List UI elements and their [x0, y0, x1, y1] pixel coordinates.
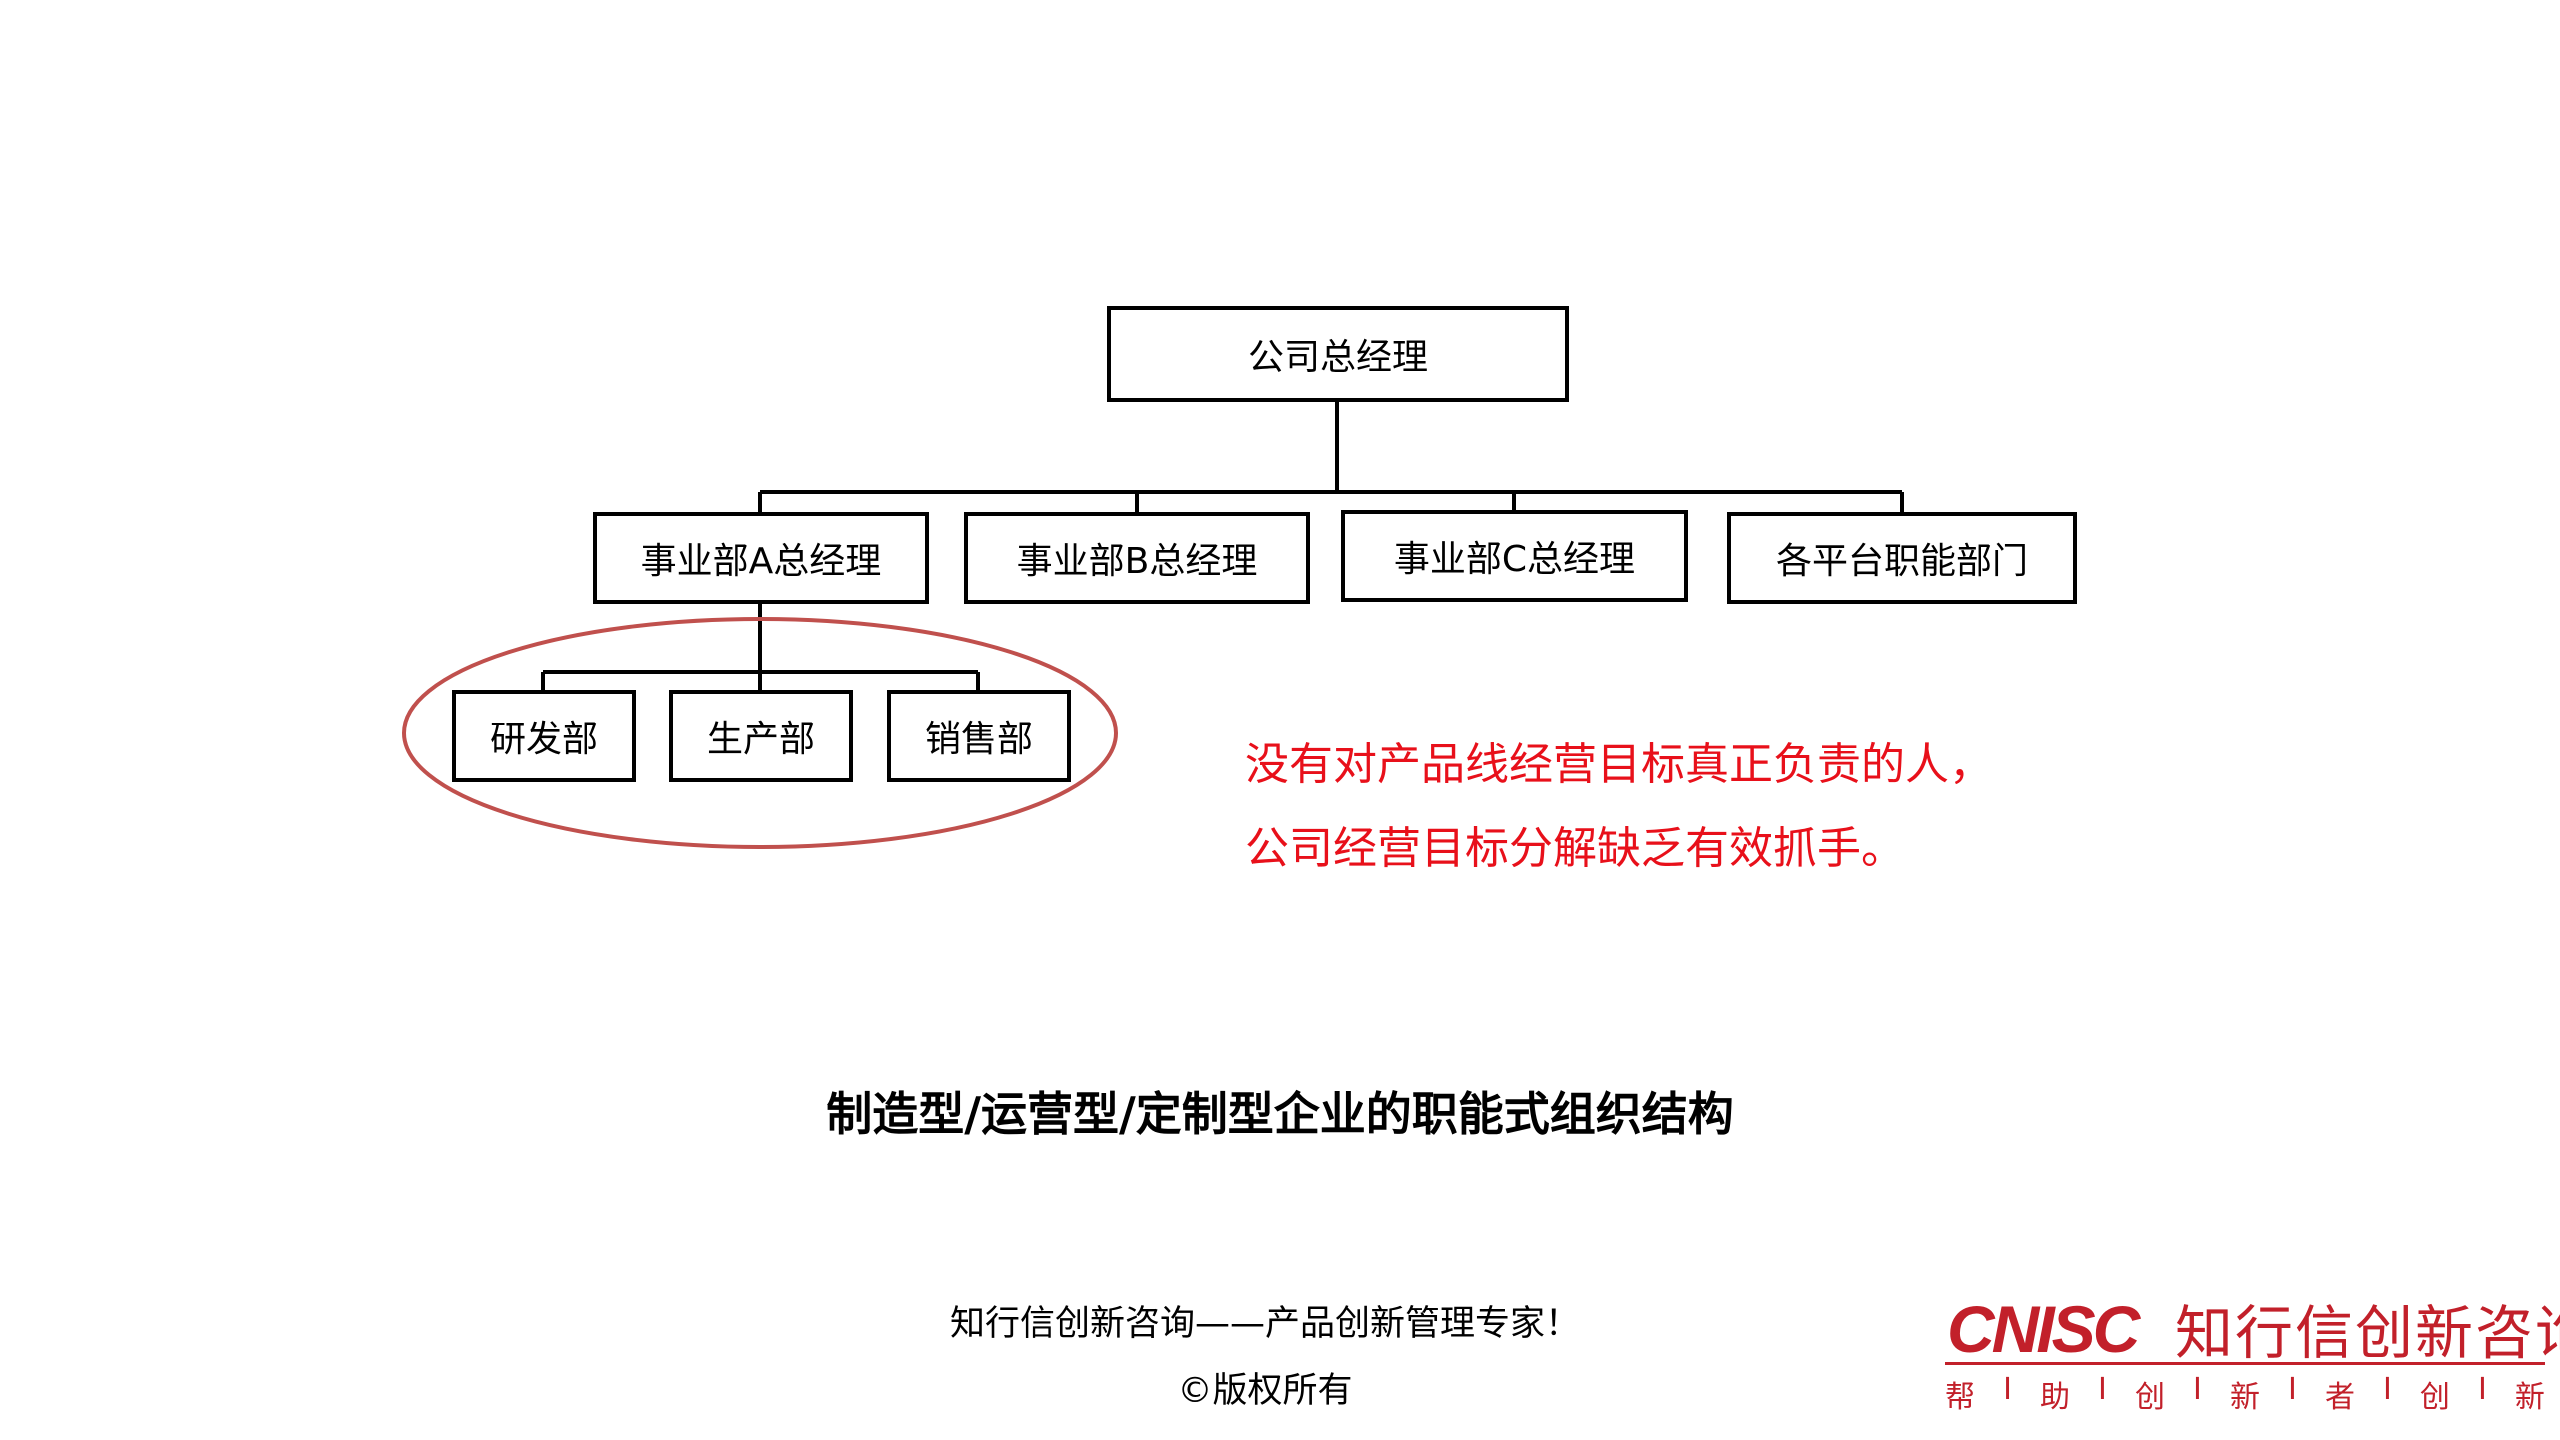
slogan-char: 创: [2134, 1380, 2165, 1415]
slogan-char: 新: [2229, 1380, 2260, 1415]
production-dept-node: 生产部: [669, 690, 853, 782]
division-b-node: 事业部B总经理: [964, 512, 1310, 604]
slogan-separator: I: [2193, 1372, 2202, 1407]
annotation-line-1: 没有对产品线经营目标真正负责的人，: [1245, 739, 1993, 790]
brand-name: 知行信创新咨询: [2175, 1299, 2560, 1367]
division-c-node: 事业部C总经理: [1341, 510, 1688, 602]
rd-dept-node: 研发部: [452, 690, 636, 782]
brand-logo-text: CNISC: [1947, 1292, 2142, 1362]
root-node: 公司总经理: [1107, 306, 1569, 402]
slogan-separator: I: [2383, 1372, 2392, 1407]
brand-logo: CNISC 知行信创新咨询 帮 I 助 I 创 I 新 I 者 I 创 I 新: [1945, 1292, 2560, 1415]
brand-slogan: 帮 I 助 I 创 I 新 I 者 I 创 I 新: [1945, 1372, 2545, 1416]
brand-logo-mark: CNISC: [1947, 1292, 2145, 1362]
slogan-char: 助: [2039, 1380, 2070, 1415]
slogan-separator: I: [2477, 1372, 2487, 1407]
platform-functions-node: 各平台职能部门: [1727, 512, 2077, 604]
slogan-char: 帮: [1945, 1380, 1975, 1415]
division-a-node: 事业部A总经理: [593, 512, 929, 604]
brand-divider: [1945, 1362, 2545, 1365]
slogan-char: 者: [2324, 1380, 2355, 1415]
footer-tagline: 知行信创新咨询——产品创新管理专家！: [949, 1304, 1580, 1344]
annotation-line-2: 公司经营目标分解缺乏有效抓手。: [1245, 823, 1905, 874]
slogan-separator: I: [2288, 1372, 2297, 1407]
diagram-caption: 制造型/运营型/定制型企业的职能式组织结构: [826, 1087, 1734, 1141]
footer-copyright: ©版权所有: [1177, 1371, 1353, 1411]
slogan-char: 创: [2419, 1380, 2450, 1415]
slogan-separator: I: [2003, 1372, 2012, 1407]
slogan-char: 新: [2514, 1380, 2545, 1415]
sales-dept-node: 销售部: [887, 690, 1071, 782]
slogan-separator: I: [2098, 1372, 2107, 1407]
highlight-ellipse: [402, 617, 1118, 849]
